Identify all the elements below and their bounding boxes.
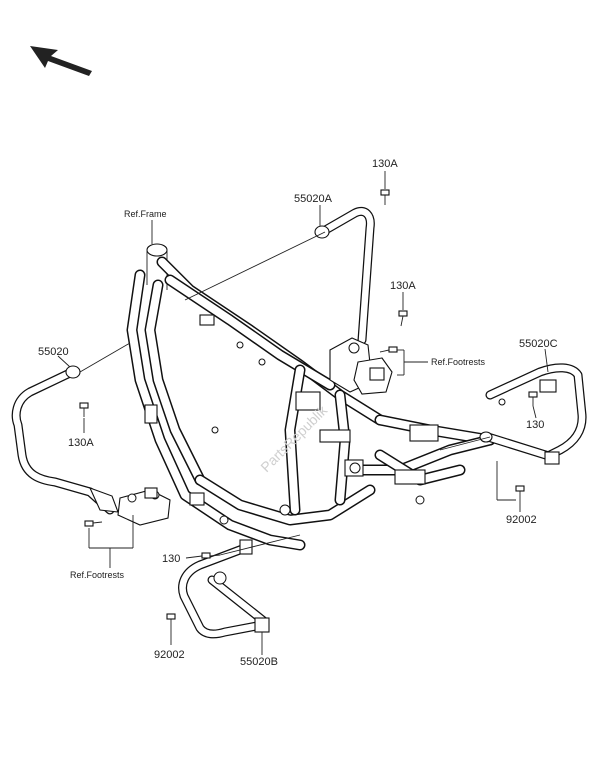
bolt-130A-left xyxy=(79,402,89,417)
label-55020B: 55020B xyxy=(240,656,278,668)
motorcycle-frame xyxy=(126,243,496,551)
right-footrest-bracket xyxy=(353,357,393,395)
label-ref-footrests-right: Ref.Footrests xyxy=(431,357,486,367)
label-ref-frame: Ref.Frame xyxy=(124,209,167,219)
guard-55020B xyxy=(178,539,270,639)
guard-55020C xyxy=(479,363,587,465)
guard-55020 xyxy=(11,365,119,515)
leader-lines xyxy=(57,171,549,655)
label-55020A: 55020A xyxy=(294,193,333,205)
bolt-130-right xyxy=(528,391,538,406)
bolt-footrest-right xyxy=(379,346,398,353)
front-direction-arrow-icon xyxy=(30,46,92,76)
label-130A-left: 130A xyxy=(68,437,94,449)
label-55020: 55020 xyxy=(38,346,69,358)
bolt-130A-top xyxy=(380,189,390,205)
left-footrest-bracket xyxy=(117,487,171,526)
bolt-footrest-left xyxy=(84,520,103,527)
bolt-130A-mid xyxy=(398,310,408,327)
bolt-92002-bottom xyxy=(166,613,176,629)
label-130-right: 130 xyxy=(526,419,544,431)
label-130-bottom: 130 xyxy=(162,553,180,565)
label-92002-bottom: 92002 xyxy=(154,649,185,661)
bolt-130-bottom xyxy=(201,552,221,559)
label-130A-mid: 130A xyxy=(390,280,416,292)
label-55020C: 55020C xyxy=(519,338,558,350)
label-130A-top: 130A xyxy=(372,158,398,170)
label-92002-right: 92002 xyxy=(506,514,537,526)
label-ref-footrests-left: Ref.Footrests xyxy=(70,570,125,580)
bolt-92002-right xyxy=(515,485,525,500)
